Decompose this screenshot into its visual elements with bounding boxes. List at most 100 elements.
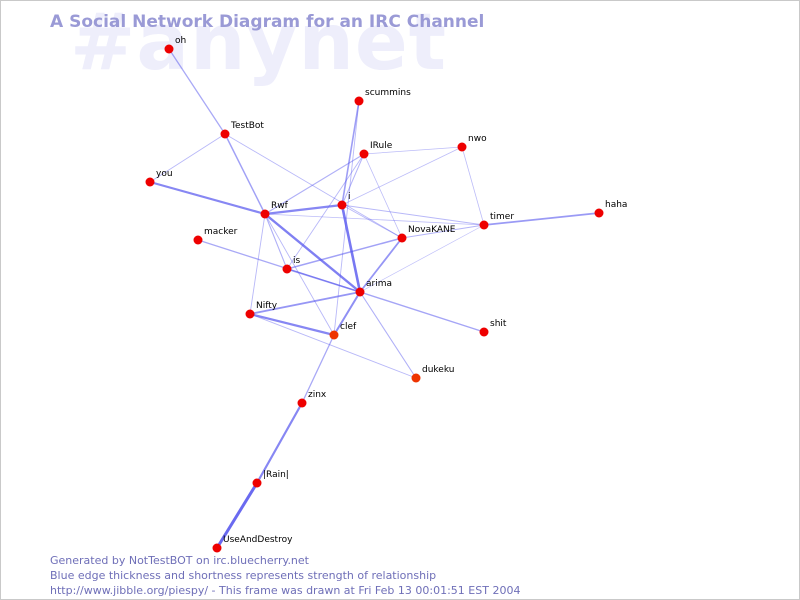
node-dot-is bbox=[282, 264, 292, 274]
edge-Rwf-timer bbox=[264, 213, 485, 226]
node-dot-nwo bbox=[457, 142, 467, 152]
node-dot-Nifty bbox=[245, 309, 255, 319]
node-Rwf: Rwf bbox=[260, 201, 289, 219]
node-dot-oh bbox=[164, 44, 174, 54]
node-oh: oh bbox=[164, 36, 186, 54]
node-label-Rain: |Rain| bbox=[263, 470, 289, 480]
node-dot-zinx bbox=[297, 398, 307, 408]
footer: Generated by NotTestBOT on irc.bluecherr… bbox=[50, 553, 520, 598]
node-dot-shit bbox=[479, 327, 489, 337]
channel-watermark: #anynet bbox=[70, 0, 448, 88]
node-label-you: you bbox=[156, 169, 173, 179]
edge-layer bbox=[148, 48, 600, 550]
node-timer: timer bbox=[479, 212, 514, 230]
node-label-is: is bbox=[293, 256, 301, 266]
node-i: i bbox=[337, 192, 351, 210]
edge-IRule-nwo bbox=[363, 146, 463, 155]
edge-scummins-i bbox=[341, 100, 360, 206]
edge-Nifty-clef bbox=[248, 312, 336, 337]
node-dot-scummins bbox=[354, 96, 364, 106]
edge-IRule-NovaKANE bbox=[363, 153, 403, 239]
node-dot-i bbox=[337, 200, 347, 210]
node-haha: haha bbox=[594, 200, 627, 218]
node-label-i: i bbox=[348, 192, 351, 202]
node-dot-Rwf bbox=[260, 209, 270, 219]
node-label-zinx: zinx bbox=[308, 390, 327, 400]
node-dot-arima bbox=[355, 287, 365, 297]
edge-i-Rwf bbox=[263, 203, 344, 216]
node-dot-timer bbox=[479, 220, 489, 230]
node-dot-TestBot bbox=[220, 129, 230, 139]
node-dot-IRule bbox=[359, 149, 369, 159]
node-dot-UseAndDestroy bbox=[212, 543, 222, 553]
node-label-Nifty: Nifty bbox=[256, 301, 278, 311]
node-label-dukeku: dukeku bbox=[422, 365, 454, 375]
edge-arima-dukeku bbox=[359, 291, 417, 379]
node-zinx: zinx bbox=[297, 390, 327, 408]
edge-zinx-Rain bbox=[255, 401, 304, 485]
node-dot-Rain bbox=[252, 478, 262, 488]
node-IRule: IRule bbox=[359, 141, 393, 159]
node-label-arima: arima bbox=[366, 279, 392, 289]
node-label-IRule: IRule bbox=[370, 141, 393, 151]
node-NovaKANE: NovaKANE bbox=[397, 225, 456, 243]
node-UseAndDestroy: UseAndDestroy bbox=[212, 535, 293, 553]
node-scummins: scummins bbox=[354, 88, 411, 106]
node-label-UseAndDestroy: UseAndDestroy bbox=[223, 535, 293, 545]
edge-timer-haha bbox=[483, 212, 600, 226]
edge-IRule-i bbox=[341, 153, 365, 206]
node-label-nwo: nwo bbox=[468, 134, 487, 144]
edge-is-arima bbox=[286, 268, 361, 293]
edge-nwo-i bbox=[341, 146, 463, 206]
edge-Rain-UseAndDestroy bbox=[215, 481, 259, 550]
edge-NovaKANE-is bbox=[286, 237, 403, 270]
footer-url-timestamp: http://www.jibble.org/piespy/ - This fra… bbox=[50, 584, 521, 597]
edge-clef-zinx bbox=[301, 334, 335, 404]
diagram-title: A Social Network Diagram for an IRC Chan… bbox=[50, 12, 485, 32]
edge-Rwf-is bbox=[264, 213, 288, 270]
edge-Rwf-arima bbox=[263, 212, 362, 294]
footer-generated-by: Generated by NotTestBOT on irc.bluecherr… bbox=[50, 554, 309, 567]
edge-Rwf-clef bbox=[264, 213, 335, 336]
node-arima: arima bbox=[355, 279, 392, 297]
node-label-clef: clef bbox=[340, 322, 357, 332]
node-label-shit: shit bbox=[490, 319, 507, 329]
node-dot-macker bbox=[193, 235, 203, 245]
node-Nifty: Nifty bbox=[245, 301, 278, 319]
node-macker: macker bbox=[193, 227, 238, 245]
edge-NovaKANE-arima bbox=[359, 237, 403, 293]
node-you: you bbox=[145, 169, 173, 187]
node-Rain: |Rain| bbox=[252, 470, 289, 488]
node-is: is bbox=[282, 256, 301, 274]
edge-i-NovaKANE bbox=[341, 204, 403, 239]
node-label-scummins: scummins bbox=[365, 88, 411, 98]
node-dot-dukeku bbox=[411, 373, 421, 383]
node-dot-NovaKANE bbox=[397, 233, 407, 243]
node-label-haha: haha bbox=[605, 200, 627, 210]
node-label-TestBot: TestBot bbox=[230, 121, 264, 131]
node-dot-haha bbox=[594, 208, 604, 218]
node-nwo: nwo bbox=[457, 134, 487, 152]
edge-oh-TestBot bbox=[168, 48, 226, 135]
node-dot-you bbox=[145, 177, 155, 187]
edge-TestBot-Rwf bbox=[224, 133, 266, 215]
node-shit: shit bbox=[479, 319, 507, 337]
node-TestBot: TestBot bbox=[220, 121, 264, 139]
node-dot-clef bbox=[329, 330, 339, 340]
edge-timer-NovaKANE bbox=[401, 224, 485, 239]
edge-nwo-timer bbox=[461, 146, 485, 226]
edge-Nifty-dukeku bbox=[249, 313, 417, 379]
edge-arima-Nifty bbox=[249, 291, 361, 315]
edge-you-Rwf bbox=[148, 180, 267, 216]
edge-TestBot-NovaKANE bbox=[224, 133, 403, 239]
node-label-macker: macker bbox=[204, 227, 238, 237]
edge-arima-shit bbox=[359, 291, 485, 333]
node-label-NovaKANE: NovaKANE bbox=[408, 225, 456, 235]
node-clef: clef bbox=[329, 322, 357, 340]
edge-Rwf-Nifty bbox=[249, 213, 266, 315]
node-label-Rwf: Rwf bbox=[271, 201, 289, 211]
node-dukeku: dukeku bbox=[411, 365, 454, 383]
edge-i-arima bbox=[340, 203, 362, 294]
